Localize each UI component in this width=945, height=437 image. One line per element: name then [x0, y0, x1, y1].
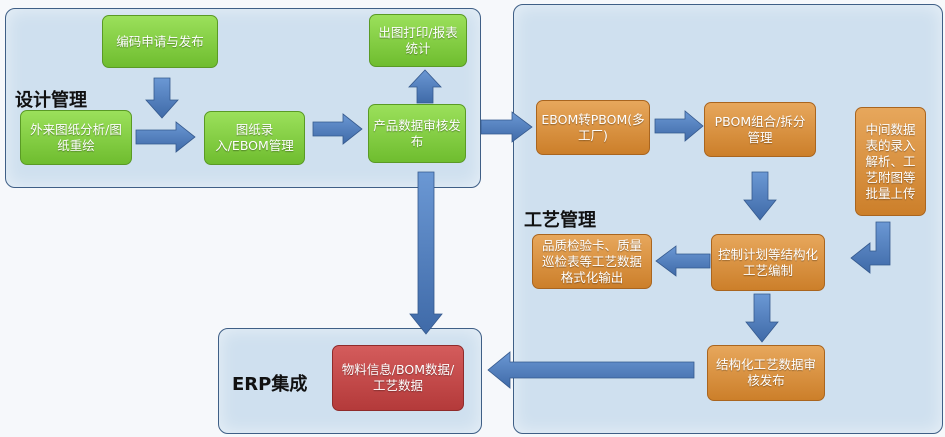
- structured-process-review-box: 结构化工艺数据审核发布: [707, 345, 825, 401]
- arrow-code-to-drawing: [145, 77, 179, 119]
- middle-data-upload-box: 中间数据表的录入解析、工艺附图等批量上传: [855, 107, 926, 216]
- material-bom-process-data-box: 物料信息/BOM数据/工艺数据: [332, 345, 464, 411]
- arrow-release-to-erp: [409, 171, 443, 335]
- arrow-external-to-entry: [135, 121, 196, 153]
- arrow-pbom-to-control: [743, 171, 777, 221]
- erp-integration-title: ERP集成: [232, 374, 308, 395]
- ebom-to-pbom-box: EBOM转PBOM(多工厂): [536, 100, 650, 155]
- arrow-release-to-ebom: [480, 111, 533, 143]
- arrow-entry-to-release: [312, 113, 363, 145]
- arrow-control-to-quality: [655, 245, 711, 277]
- process-management-title: 工艺管理: [524, 210, 596, 231]
- quality-inspection-output-box: 品质检验卡、质量巡检表等工艺数据格式化输出: [532, 234, 652, 289]
- print-report-stats-box: 出图打印/报表统计: [369, 14, 467, 67]
- pbom-combine-split-box: PBOM组合/拆分管理: [704, 102, 816, 157]
- arrow-ebom-to-pbom: [654, 110, 704, 142]
- code-apply-release-box: 编码申请与发布: [102, 15, 218, 68]
- external-drawing-analysis-box: 外来图纸分析/图纸重绘: [20, 110, 132, 165]
- control-plan-process-box: 控制计划等结构化工艺编制: [711, 234, 825, 291]
- arrow-control-to-review: [745, 293, 779, 343]
- arrow-release-to-print: [408, 69, 442, 104]
- design-management-title: 设计管理: [15, 90, 87, 111]
- product-data-release-box: 产品数据审核发布: [368, 104, 466, 163]
- arrow-middle-to-control: [850, 221, 891, 274]
- arrow-review-to-erp: [487, 351, 695, 389]
- drawing-entry-ebom-box: 图纸录入/EBOM管理: [204, 111, 305, 165]
